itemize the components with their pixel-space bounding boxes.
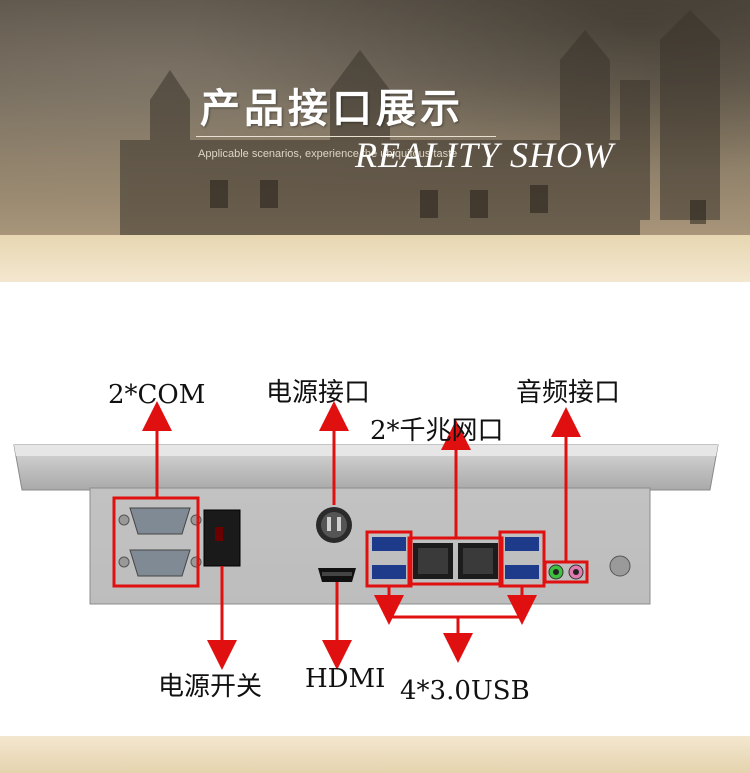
label-power-switch: 电源开关 — [158, 672, 263, 702]
decorative-band-top — [0, 235, 750, 282]
decorative-band-bottom — [0, 736, 750, 773]
label-power-port: 电源接口 — [266, 378, 371, 408]
castle-silhouette — [120, 10, 720, 235]
label-com: 2*COM — [108, 380, 206, 410]
label-hdmi: HDMI — [305, 664, 386, 694]
power-jack — [316, 507, 352, 543]
ground-screw — [609, 555, 631, 577]
page-title: 产品接口展示 — [200, 86, 464, 132]
label-lan: 2*千兆网口 — [370, 416, 504, 446]
title-divider — [196, 136, 496, 137]
hdmi-port — [318, 568, 356, 582]
com-port-2 — [118, 549, 202, 577]
header-banner: 产品接口展示 Applicable scenarios, experience … — [0, 0, 750, 235]
device-frame — [13, 444, 719, 491]
label-audio: 音频接口 — [516, 378, 621, 408]
lan-port-2 — [458, 543, 498, 579]
banner-overlay-text: REALITY SHOW — [355, 135, 615, 175]
label-usb: 4*3.0USB — [400, 676, 530, 706]
lan-port-1 — [413, 543, 453, 579]
arrow-usb — [374, 586, 537, 663]
banner-subtitle: Applicable scenarios, experience the ubi… — [198, 148, 458, 160]
